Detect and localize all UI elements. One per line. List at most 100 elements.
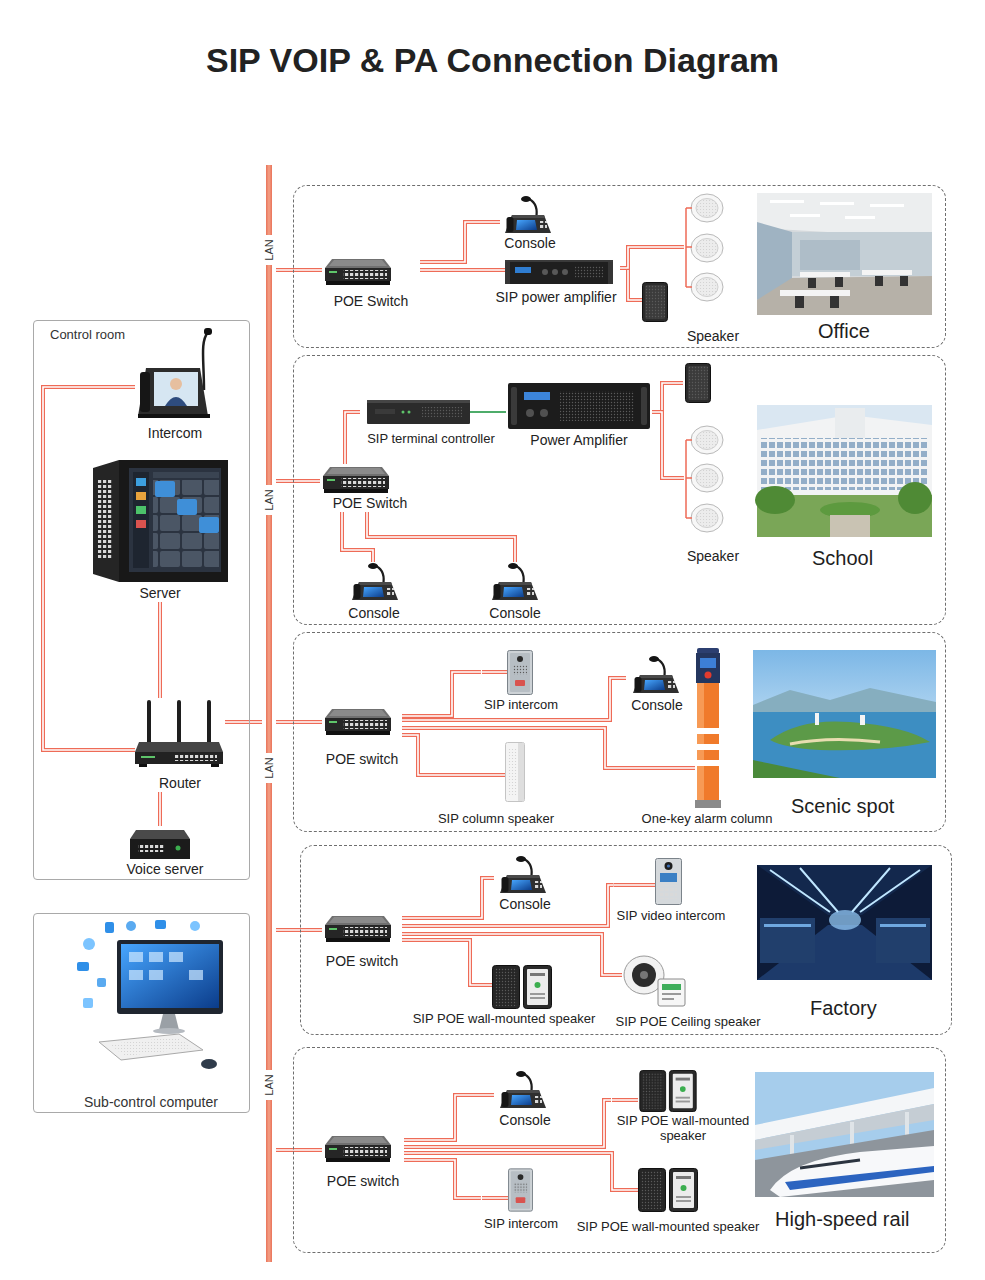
scenic-photo	[753, 712, 936, 778]
device-label: Console	[499, 896, 550, 912]
wall-speaker-icon	[686, 364, 711, 403]
cable-line	[225, 720, 262, 724]
device-label: Console	[499, 1112, 550, 1128]
device-label: Console	[348, 605, 399, 621]
ceiling-speaker-icon	[624, 956, 685, 1006]
network-cable	[404, 1160, 481, 1198]
device-label: SIP terminal controller	[367, 431, 495, 447]
device-box: Console	[500, 195, 560, 252]
scenic-photo	[753, 760, 840, 778]
cable-line	[367, 512, 515, 562]
cable-core	[404, 1160, 481, 1198]
device-label: SIP POE wall-mounted speaker	[577, 1219, 760, 1235]
office-photo	[800, 240, 860, 270]
alarm-column-icon	[695, 648, 721, 808]
network-cable	[276, 930, 322, 931]
device-box: POE Switch	[322, 255, 420, 310]
device-label: Router	[159, 775, 201, 791]
cable-core	[276, 929, 322, 931]
cable-core	[159, 602, 161, 698]
device-label: SIP intercom	[484, 1216, 558, 1232]
device-label: SIP video intercom	[617, 908, 726, 924]
section-title: School	[812, 546, 873, 570]
device-box: Console	[485, 562, 545, 622]
network-cable	[420, 222, 500, 262]
cable-stub	[470, 411, 502, 413]
lan-label: LAN	[262, 485, 276, 515]
device-box: SIP video intercom	[614, 855, 729, 925]
device-box: Console	[494, 1070, 556, 1129]
device-label: Console	[631, 697, 682, 713]
rail-photo	[755, 1072, 934, 1197]
device-label: SIP POE wall-mounted speaker	[413, 1011, 596, 1027]
cable-line	[402, 885, 614, 926]
device-label: POE switch	[327, 1173, 399, 1189]
office-photo	[795, 296, 804, 308]
network-cable	[402, 672, 481, 716]
device-label: Power Amplifier	[530, 432, 627, 448]
intercom-icon	[508, 651, 533, 695]
cable-line	[276, 1148, 322, 1152]
cable-core	[159, 792, 161, 826]
network-cable	[620, 247, 684, 268]
rail-photo	[755, 1072, 934, 1197]
factory-photo	[880, 924, 926, 927]
cable-line	[404, 1095, 494, 1140]
rail-photo	[770, 1146, 934, 1197]
device-label: POE Switch	[334, 293, 409, 309]
school-photo	[830, 515, 870, 537]
wall-speaker-icon	[493, 966, 552, 1009]
console-icon	[492, 563, 538, 600]
cable-core	[402, 885, 614, 926]
server-icon	[93, 460, 228, 582]
device-label: Speaker	[687, 548, 739, 564]
cable-core	[402, 672, 481, 716]
device-label: Console	[504, 235, 555, 251]
cable-line	[158, 792, 162, 826]
lan-label: LAN	[262, 235, 276, 265]
cable-stub	[686, 208, 692, 518]
network-cable	[402, 934, 612, 975]
network-cable	[43, 387, 135, 750]
console-icon	[505, 196, 551, 233]
title-bar: SIP VOIP & PA Connection Diagram	[0, 38, 985, 82]
network-cable	[276, 270, 322, 271]
office-photo	[757, 276, 932, 315]
device-label: SIP POE Ceiling speaker	[616, 1014, 761, 1030]
site-section: OfficePOE SwitchConsoleSIP power amplifi…	[293, 185, 946, 348]
wall-speaker-icon	[643, 283, 668, 322]
network-cable	[402, 678, 626, 720]
device-box: SIP POE Ceiling speaker	[612, 952, 764, 1031]
lan-label: LAN	[262, 1070, 276, 1100]
wall-speaker-icon	[640, 1070, 696, 1111]
device-label: Voice server	[126, 861, 203, 877]
network-cable	[276, 481, 320, 482]
factory-photo	[770, 868, 920, 912]
cable-line	[502, 411, 506, 413]
device-label: SIP power amplifier	[495, 289, 616, 305]
cable-line	[420, 222, 500, 262]
cable-line	[158, 602, 162, 698]
video-intercom-icon	[138, 328, 212, 418]
office-photo	[835, 277, 843, 287]
device-box: SIP intercom	[481, 648, 561, 714]
office-photo	[800, 272, 850, 277]
site-section: School SIP terminal controller Power Ampli…	[293, 355, 946, 625]
cable-core	[345, 412, 360, 464]
console-icon	[352, 563, 398, 600]
computer-icon	[77, 920, 223, 1069]
cable-line	[620, 247, 684, 268]
section-title: Factory	[810, 996, 877, 1020]
factory-photo	[757, 865, 932, 980]
network-cable	[367, 512, 515, 562]
device-label: One-key alarm column	[642, 811, 773, 827]
network-cable	[225, 722, 262, 723]
device-box: POE Switch	[320, 464, 420, 512]
network-cable	[160, 602, 161, 698]
school-photo	[755, 405, 932, 537]
cable-core	[620, 247, 684, 268]
factory-photo	[760, 918, 815, 963]
cable-core	[402, 934, 612, 975]
console-icon	[500, 856, 546, 893]
rail-photo	[755, 1130, 934, 1197]
